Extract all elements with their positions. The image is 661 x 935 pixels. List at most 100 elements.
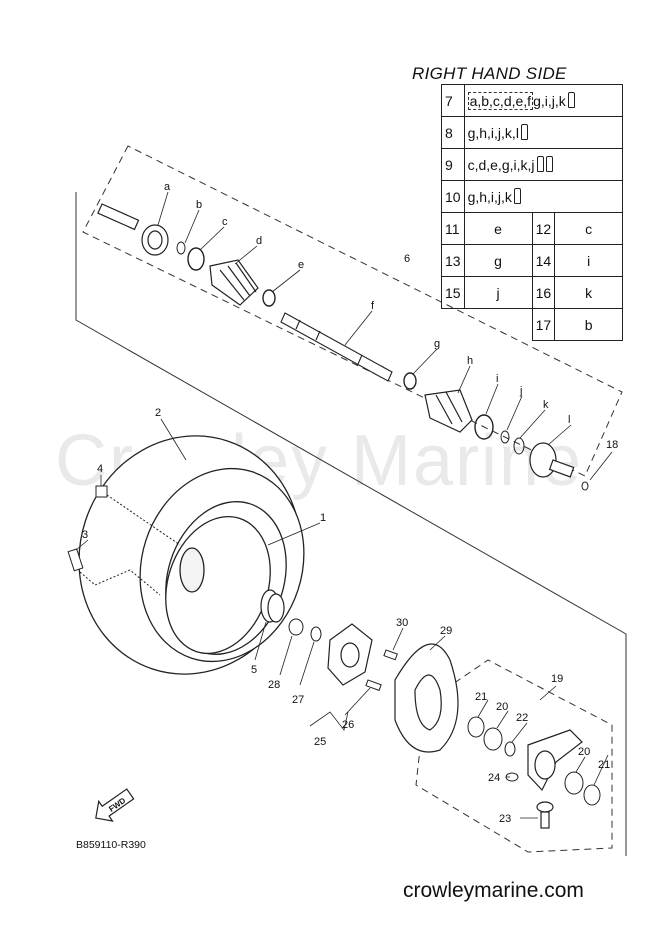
label-26: 26: [342, 719, 354, 731]
label-e: e: [298, 259, 304, 271]
pair-left-val: e: [463, 212, 533, 245]
pair-left-num: [442, 309, 465, 341]
outer-cv-joint: [97, 203, 169, 256]
legend-pair-row: 17 b: [442, 308, 624, 341]
pair-right-val: b: [554, 308, 624, 341]
boot-band-g: [403, 372, 417, 390]
pair-right-num: 14: [531, 244, 556, 277]
pair-left-val: g: [463, 244, 533, 277]
ball-joint-23: [536, 801, 554, 829]
pair-right-num: 16: [531, 276, 556, 309]
label-20b: 20: [578, 746, 590, 758]
circlip-k: [513, 437, 525, 455]
label-20a: 20: [496, 701, 508, 713]
pair-left-val: j: [463, 276, 533, 309]
kit-contents: g,h,i,j,k: [463, 180, 624, 213]
label-29: 29: [440, 625, 452, 637]
website-link[interactable]: crowleymarine.com: [403, 879, 584, 902]
leader-lines: [75, 191, 613, 819]
knuckle-kit-frame: [415, 659, 613, 853]
pair-left-num: 13: [441, 244, 465, 277]
driveshaft-kit-frame: [82, 145, 623, 477]
fwd-arrow-icon: FWD: [95, 788, 135, 822]
bolt-30: [383, 649, 398, 661]
boot-band-e: [262, 289, 276, 307]
assembly-outline: [75, 192, 627, 856]
drive-shaft-f: [280, 312, 393, 382]
label-g: g: [434, 338, 440, 350]
kit-parts: g,i,j,k: [533, 93, 566, 109]
grease-bottle-icon: [520, 124, 528, 140]
label-1: 1: [320, 512, 326, 524]
inner-cv-joint-l: [529, 442, 575, 478]
circlip-j: [500, 430, 510, 444]
label-i: i: [496, 373, 498, 385]
label-25: 25: [314, 736, 326, 748]
kit-number: 10: [441, 180, 465, 213]
label-d: d: [256, 235, 262, 247]
label-f: f: [371, 300, 375, 312]
bearing-5: [260, 589, 285, 623]
legend-pair-row: 15 j 16 k: [441, 276, 624, 309]
label-21b: 21: [598, 759, 610, 771]
kit-parts: c,d,e,g,i,k,j: [467, 157, 535, 173]
boot-h: [424, 389, 473, 433]
label-l: l: [568, 414, 570, 426]
grease-bottle-icon: [536, 156, 544, 172]
wheel-nut-4: [95, 485, 108, 498]
pair-left-num: 11: [441, 212, 465, 245]
kit-parts: g,h,i,j,k: [467, 189, 512, 205]
label-3: 3: [82, 529, 88, 541]
label-j: j: [519, 385, 522, 397]
bearing-20a: [483, 727, 503, 751]
label-5: 5: [251, 664, 257, 676]
label-21a: 21: [475, 691, 487, 703]
kit-number: 8: [441, 116, 465, 149]
wheel-tire: [78, 435, 305, 675]
kit-number: 9: [441, 148, 465, 181]
hub-25: [327, 623, 373, 686]
seal-21b: [583, 784, 601, 806]
diagram-code: B859110-R390: [76, 839, 146, 851]
pair-right-val: i: [554, 244, 624, 277]
legend-row-9: 9 c,d,e,g,i,k,j: [441, 148, 624, 181]
label-b: b: [196, 199, 202, 211]
pair-right-val: c: [554, 212, 624, 245]
kit-parts: g,h,i,j,k,l: [467, 125, 519, 141]
seal-21a: [467, 716, 485, 738]
pair-right-num: 17: [531, 308, 556, 341]
label-30: 30: [396, 617, 408, 629]
label-18: 18: [606, 439, 618, 451]
pair-left-num: 15: [441, 276, 465, 309]
label-23: 23: [499, 813, 511, 825]
label-k: k: [543, 399, 549, 411]
label-24: 24: [488, 772, 500, 784]
side-title: RIGHT HAND SIDE: [412, 64, 567, 83]
label-a: a: [164, 181, 171, 193]
dotted-leader-3: [79, 569, 161, 596]
brake-disc-29: [394, 643, 459, 753]
label-6: 6: [404, 253, 410, 265]
circlip-22: [504, 741, 516, 757]
label-2: 2: [155, 407, 161, 419]
pair-left-val: [464, 309, 532, 341]
legend-row-8: 8 g,h,i,j,k,l: [441, 116, 624, 149]
legend-pair-row: 13 g 14 i: [441, 244, 624, 277]
spacer-28: [288, 618, 304, 636]
legend-row-10: 10 g,h,i,j,k: [441, 180, 624, 213]
label-c: c: [222, 216, 228, 228]
legend-pair-row: 11 e 12 c: [441, 212, 624, 245]
boot-d: [209, 259, 259, 306]
washer-27: [310, 626, 322, 642]
label-27: 27: [292, 694, 304, 706]
clip-18: [581, 481, 589, 491]
boot-band-c: [187, 247, 205, 271]
dotted-leader-4: [106, 494, 181, 546]
circlip-b: [176, 241, 186, 255]
label-19: 19: [551, 673, 563, 685]
label-28: 28: [268, 679, 280, 691]
valve-stem-3: [67, 548, 84, 572]
